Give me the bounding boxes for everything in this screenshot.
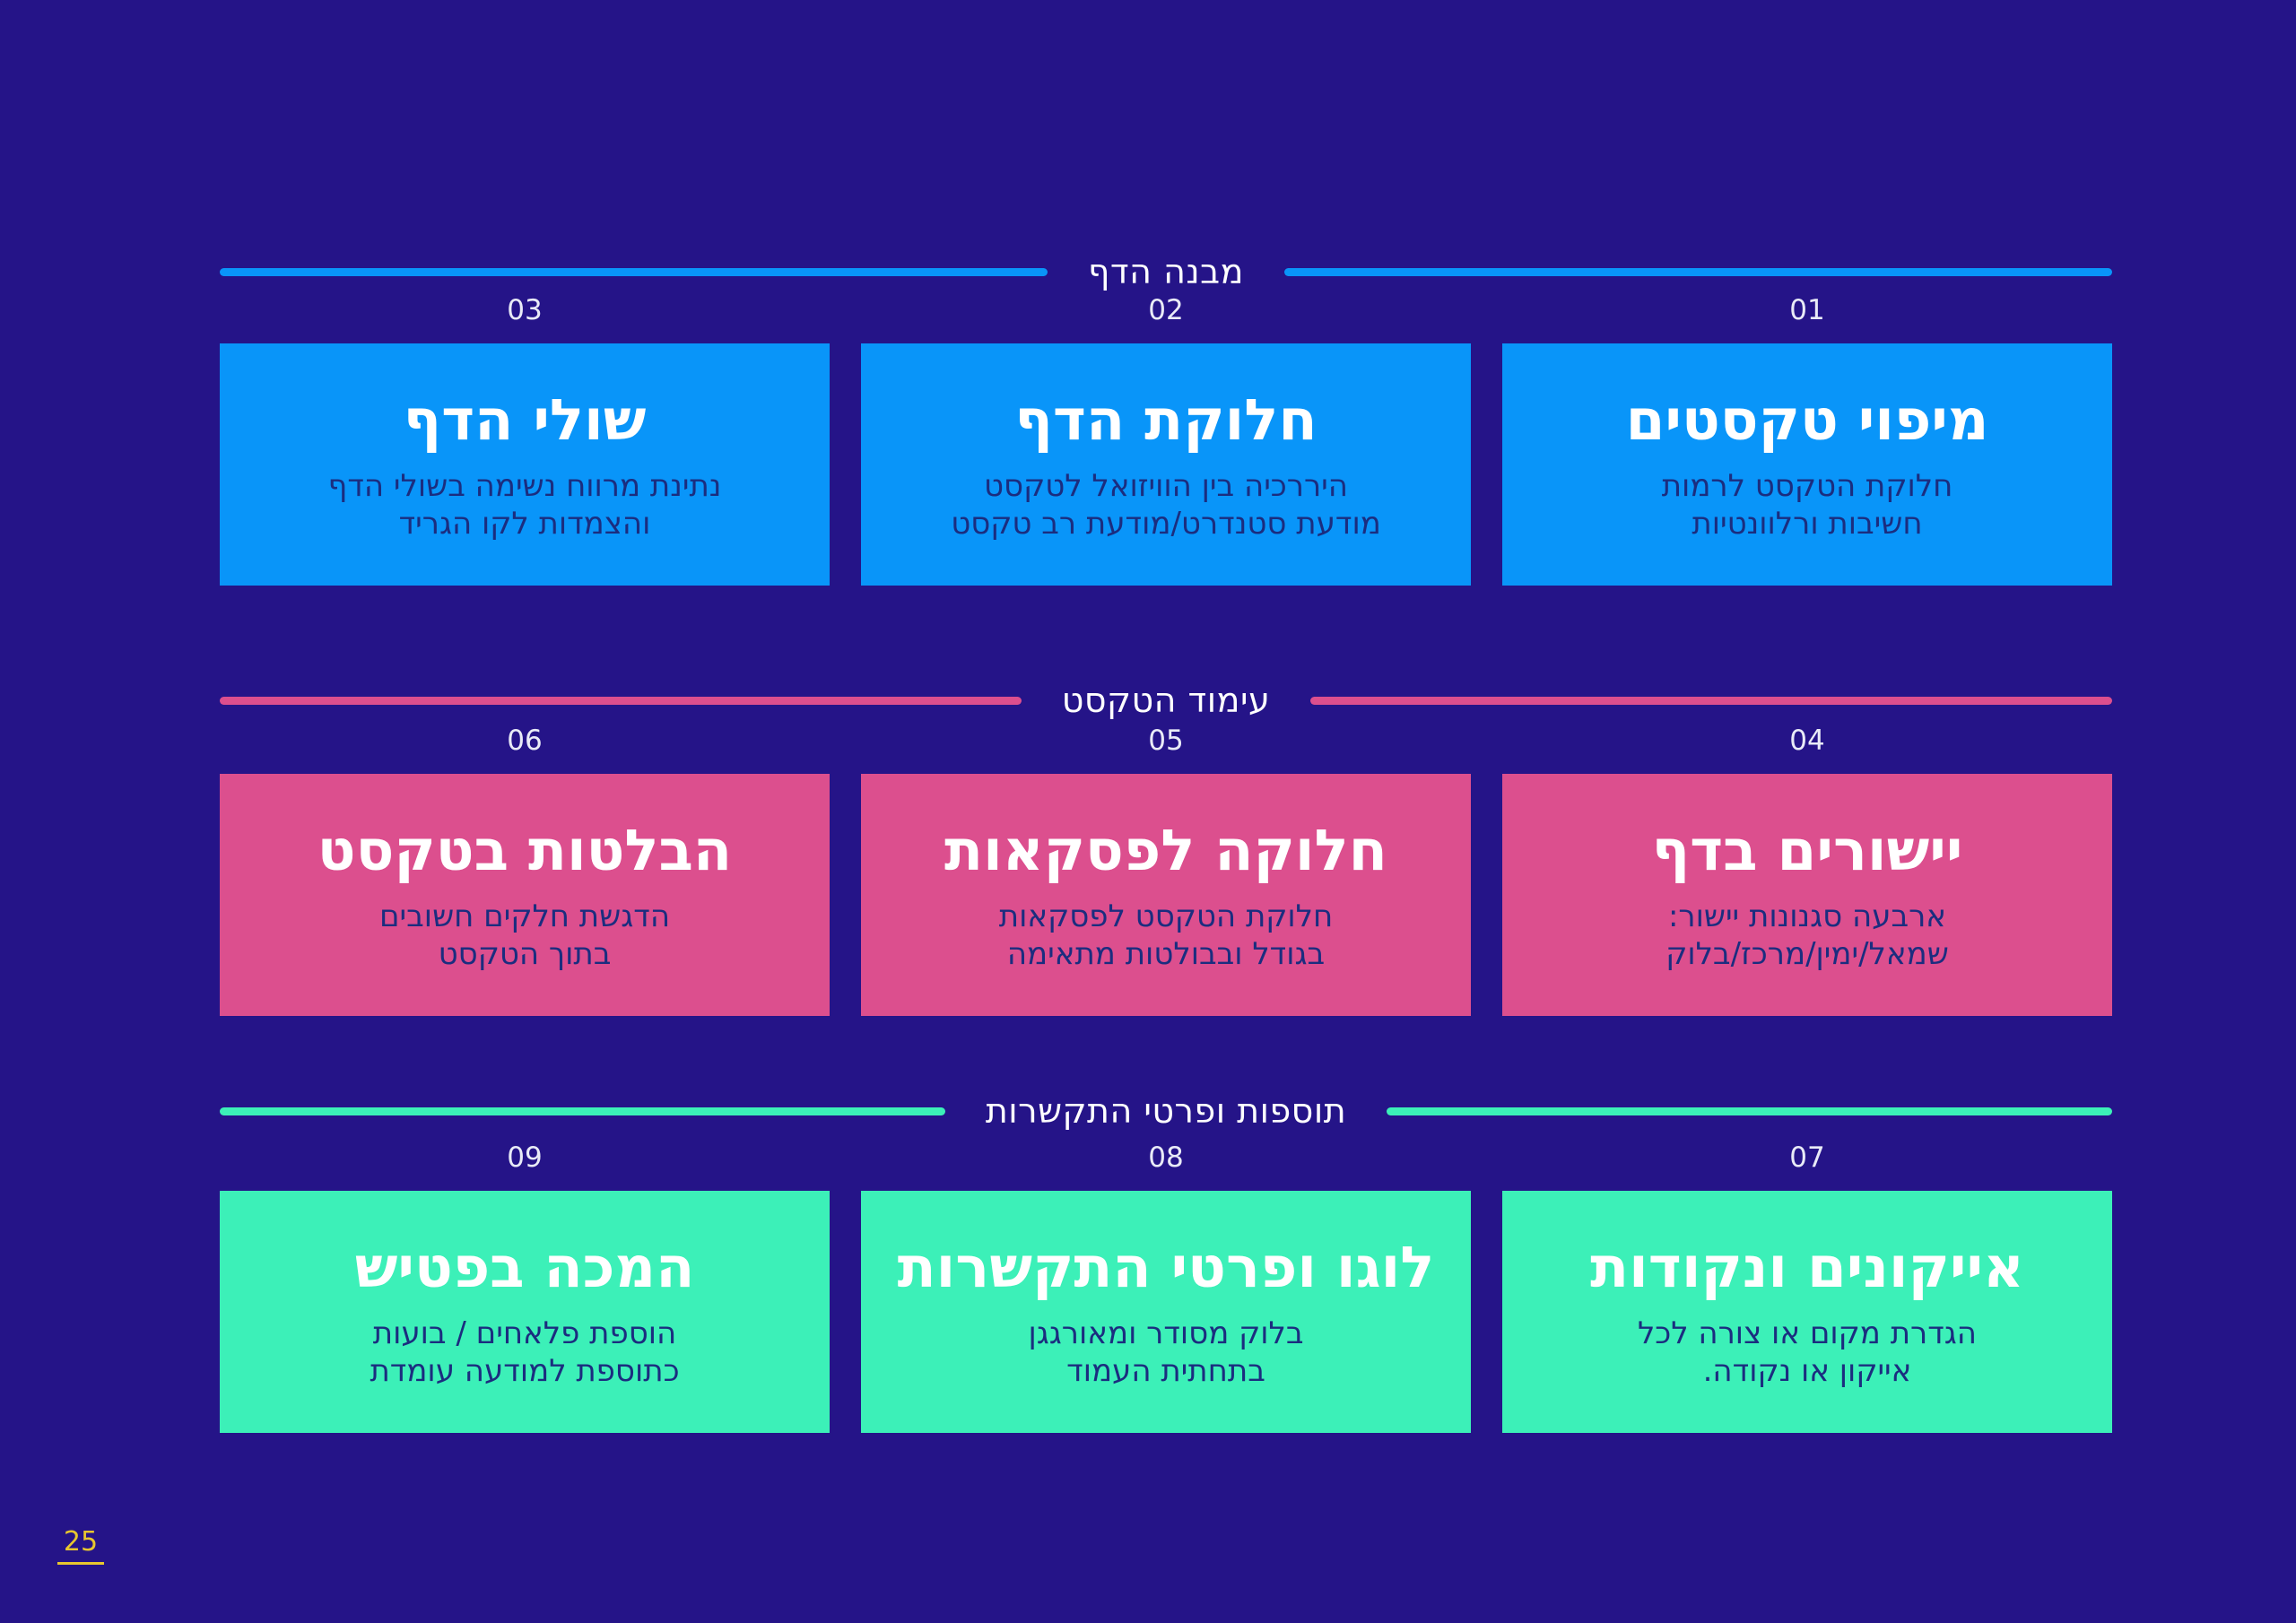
card-number: 02 <box>1148 294 1184 326</box>
card-title: יישורים בדף <box>1651 818 1963 883</box>
section-divider-line <box>220 267 1048 276</box>
card-number: 05 <box>1148 725 1184 757</box>
card-description: בלוק מסודר ומאורגגן בתחתית העמוד <box>1029 1315 1304 1390</box>
card-number: 06 <box>507 725 543 757</box>
card: המכה בפטיש הוספת פלאחים / בועות כתוספת ל… <box>220 1191 830 1433</box>
card-number: 03 <box>507 294 543 326</box>
card-title: חלוקת הדף <box>1014 387 1318 453</box>
card-description: הגדרת מקום או צורה לכל אייקון או נקודה. <box>1638 1315 1977 1390</box>
card-title: לוגו ופרטי התקשרות <box>897 1235 1435 1300</box>
card-description: הדגשת חלקים חשובים בתוך הטקסט <box>379 898 670 973</box>
card-number: 09 <box>507 1141 543 1174</box>
card-title: מיפוי טקסטים <box>1625 387 1989 453</box>
card: לוגו ופרטי התקשרות בלוק מסודר ומאורגגן ב… <box>861 1191 1471 1433</box>
card-number: 01 <box>1789 294 1825 326</box>
description-line: חלוקת הטקסט לפסקאות <box>998 898 1334 934</box>
card: הבלטות בטקסט הדגשת חלקים חשובים בתוך הטק… <box>220 774 830 1016</box>
card: שולי הדף נתינת מרווח נשימה בשולי הדף והצ… <box>220 343 830 586</box>
description-line: ארבעה סגנונות יישור: <box>1667 898 1947 934</box>
card-cell: 03 שולי הדף נתינת מרווח נשימה בשולי הדף … <box>220 292 830 586</box>
card-title: חלוקה לפסקאות <box>944 818 1387 883</box>
card-number: 08 <box>1148 1141 1184 1174</box>
card-title: אייקונים ונקודות <box>1590 1235 2024 1300</box>
section-divider-line <box>1310 696 2112 705</box>
description-line: מודעת סטנדרט/מודעת רב טקסט <box>951 506 1381 542</box>
description-line: והצמדות לקו הגריד <box>398 506 651 542</box>
card-cell: 08 לוגו ופרטי התקשרות בלוק מסודר ומאורגג… <box>861 1140 1471 1433</box>
card-cell: 04 יישורים בדף ארבעה סגנונות יישור: שמאל… <box>1502 723 2112 1016</box>
description-line: בלוק מסודר ומאורגגן <box>1028 1315 1304 1351</box>
card: חלוקה לפסקאות חלוקת הטקסט לפסקאות בגודל … <box>861 774 1471 1016</box>
cards-row-additions-contact: 07 אייקונים ונקודות הגדרת מקום או צורה ל… <box>220 1140 2112 1433</box>
section-title: מבנה הדף <box>1088 252 1244 291</box>
section-divider-line <box>1387 1107 2112 1115</box>
description-line: היררכיה בין הוויזואל לטקסט <box>984 468 1348 504</box>
description-line: הדגשת חלקים חשובים <box>378 898 671 934</box>
card: חלוקת הדף היררכיה בין הוויזואל לטקסט מוד… <box>861 343 1471 586</box>
card: מיפוי טקסטים חלוקת הטקסט לרמות חשיבות ור… <box>1502 343 2112 586</box>
section-header-text-layout: עימוד הטקסט <box>220 681 2112 720</box>
section-divider-line <box>220 1107 945 1115</box>
card-number: 07 <box>1789 1141 1825 1174</box>
description-line: כתוספת למודעה עומדת <box>370 1353 680 1389</box>
card-title: המכה בפטיש <box>354 1235 695 1300</box>
card-cell: 06 הבלטות בטקסט הדגשת חלקים חשובים בתוך … <box>220 723 830 1016</box>
card-cell: 05 חלוקה לפסקאות חלוקת הטקסט לפסקאות בגו… <box>861 723 1471 1016</box>
description-line: בגודל ובבולטות מתאימה <box>1006 936 1326 972</box>
card-number: 04 <box>1789 725 1825 757</box>
card-cell: 01 מיפוי טקסטים חלוקת הטקסט לרמות חשיבות… <box>1502 292 2112 586</box>
description-line: הוספת פלאחים / בועות <box>372 1315 677 1351</box>
section-divider-line <box>1283 267 2112 276</box>
description-line: נתינת מרווח נשימה בשולי הדף <box>327 468 722 504</box>
card-cell: 07 אייקונים ונקודות הגדרת מקום או צורה ל… <box>1502 1140 2112 1433</box>
description-line: שמאל/ימין/מרכז/בלוק <box>1665 936 1949 972</box>
card: אייקונים ונקודות הגדרת מקום או צורה לכל … <box>1502 1191 2112 1433</box>
description-line: חשיבות ורלוונטיות <box>1692 506 1923 542</box>
card-description: היררכיה בין הוויזואל לטקסט מודעת סטנדרט/… <box>951 467 1381 542</box>
description-line: בתחתית העמוד <box>1066 1353 1265 1389</box>
card-cell: 02 חלוקת הדף היררכיה בין הוויזואל לטקסט … <box>861 292 1471 586</box>
card-title: שולי הדף <box>403 387 647 453</box>
cards-row-page-structure: 01 מיפוי טקסטים חלוקת הטקסט לרמות חשיבות… <box>220 292 2112 586</box>
description-line: בתוך הטקסט <box>438 936 612 972</box>
card-description: חלוקת הטקסט לפסקאות בגודל ובבולטות מתאימ… <box>999 898 1333 973</box>
description-line: הגדרת מקום או צורה לכל <box>1637 1315 1978 1351</box>
card-description: ארבעה סגנונות יישור: שמאל/ימין/מרכז/בלוק <box>1665 898 1949 973</box>
card-cell: 09 המכה בפטיש הוספת פלאחים / בועות כתוספ… <box>220 1140 830 1433</box>
section-title: עימוד הטקסט <box>1061 681 1271 720</box>
page-number: 25 <box>57 1526 104 1565</box>
card-title: הבלטות בטקסט <box>317 818 733 883</box>
section-title: תוספות ופרטי התקשרות <box>985 1091 1347 1131</box>
description-line: אייקון או נקודה. <box>1702 1353 1912 1389</box>
card-description: הוספת פלאחים / בועות כתוספת למודעה עומדת <box>370 1315 679 1390</box>
cards-row-text-layout: 04 יישורים בדף ארבעה סגנונות יישור: שמאל… <box>220 723 2112 1016</box>
section-header-page-structure: מבנה הדף <box>220 252 2112 291</box>
section-header-additions-contact: תוספות ופרטי התקשרות <box>220 1091 2112 1131</box>
section-divider-line <box>220 696 1022 705</box>
card-description: חלוקת הטקסט לרמות חשיבות ורלוונטיות <box>1662 467 1953 542</box>
card-description: נתינת מרווח נשימה בשולי הדף והצמדות לקו … <box>328 467 722 542</box>
card: יישורים בדף ארבעה סגנונות יישור: שמאל/ימ… <box>1502 774 2112 1016</box>
description-line: חלוקת הטקסט לרמות <box>1661 468 1953 504</box>
